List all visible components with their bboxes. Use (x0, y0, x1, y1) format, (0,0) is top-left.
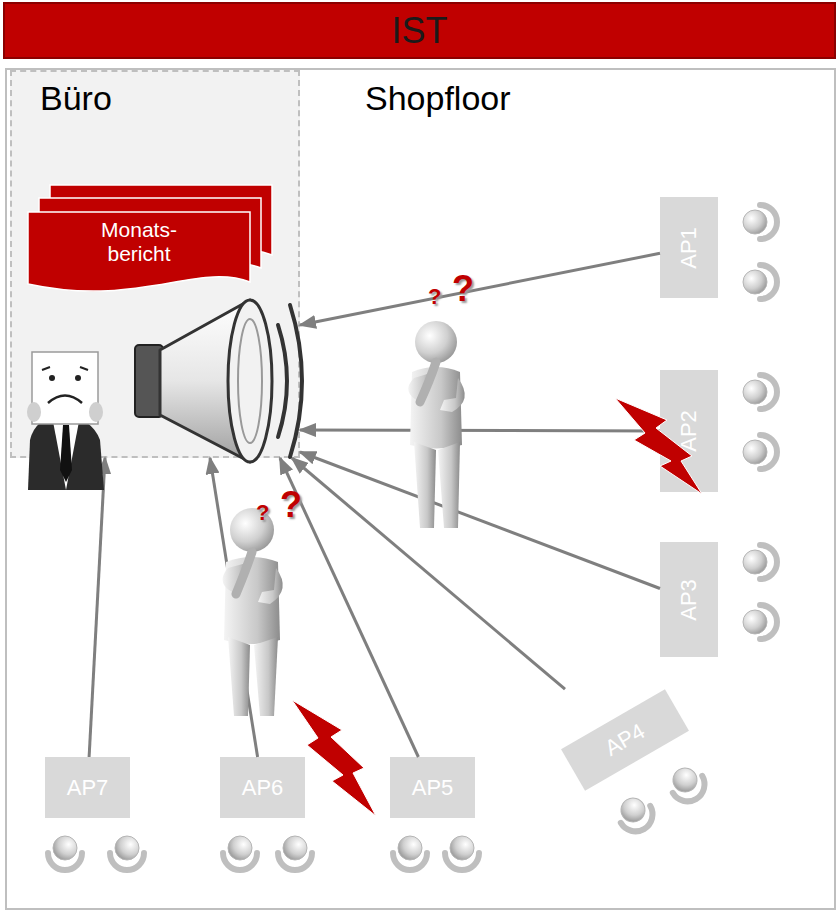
flow-arrow (300, 253, 660, 325)
figure-arm (258, 568, 283, 604)
operator-symbol (664, 761, 710, 807)
operator-symbol (445, 836, 479, 870)
megaphone-rim (238, 319, 262, 443)
question-mark: ? (428, 284, 441, 310)
workplace-box: AP3 (660, 542, 718, 657)
node-label: AP6 (242, 775, 284, 801)
flow-arrow (292, 458, 565, 689)
eyebrow (42, 367, 88, 370)
figure-head (230, 508, 274, 552)
sound-wave (290, 305, 302, 457)
figure-hand (420, 362, 436, 402)
node-label: AP2 (676, 410, 702, 452)
document-page (39, 198, 261, 277)
operator-symbol (743, 265, 777, 299)
node-label: AP7 (67, 775, 109, 801)
figure-torso (224, 557, 280, 644)
office-area: BüroMonats- bericht (10, 70, 300, 458)
flow-arrow (210, 458, 258, 757)
figure-torso (410, 367, 462, 449)
workplace-box: AP5 (390, 757, 475, 818)
operator-symbol (743, 605, 777, 639)
shirt (52, 416, 80, 490)
question-mark: ? (256, 500, 269, 526)
node-label: AP4 (600, 718, 649, 761)
operator-symbol (48, 836, 82, 870)
figure-arm (440, 378, 465, 412)
workplace-box: AP2 (660, 370, 718, 492)
sad-mouth (48, 396, 82, 404)
operator-symbol (743, 205, 777, 239)
operator-symbol (743, 375, 777, 409)
figure-arm (408, 372, 434, 402)
lightning-bolt (292, 700, 376, 816)
node-label: AP3 (676, 579, 702, 621)
figure-leg (414, 442, 436, 528)
megaphone-handle (135, 345, 163, 417)
operator-symbol (393, 836, 427, 870)
report-stack: Monats- bericht (28, 185, 272, 293)
figure-leg (254, 637, 278, 716)
question-mark: ? (280, 484, 302, 526)
thinking-figure (223, 508, 283, 716)
node-label: Shopfloor (365, 79, 511, 118)
node-label: Monats- bericht (87, 218, 192, 266)
node-label: Büro (40, 79, 112, 118)
shopfloor-frame: Shopfloor BüroMonats- bericht AP1AP2AP3AP4… (5, 68, 836, 910)
megaphone-cone (160, 300, 250, 462)
operator-symbol (612, 791, 658, 837)
hand (27, 402, 41, 422)
figure-head (415, 321, 457, 363)
sad-face-sign (32, 352, 98, 424)
eye (75, 375, 81, 381)
operator-symbol (110, 836, 144, 870)
sound-wave (278, 325, 287, 437)
node-label: AP1 (676, 227, 702, 269)
operator-symbol (278, 836, 312, 870)
tie (60, 425, 72, 482)
lightning-bolt (615, 398, 702, 494)
figure-leg (438, 442, 460, 528)
operator-symbol (743, 545, 777, 579)
flow-arrow (280, 458, 418, 757)
workplace-box: AP6 (220, 757, 305, 818)
megaphone-mouth (228, 300, 272, 462)
document-page (28, 212, 250, 291)
question-mark: ? (452, 268, 474, 310)
report-text-box: Monats- bericht (28, 212, 250, 272)
workplace-box: AP4 (561, 689, 689, 791)
workplace-box: AP1 (660, 197, 718, 298)
hand (89, 402, 103, 422)
document-page (50, 185, 272, 264)
title-band: IST (3, 2, 836, 59)
flow-arrow (300, 452, 660, 589)
figure-hand (236, 552, 252, 594)
flow-arrow (300, 429, 660, 433)
suit-body (28, 414, 104, 490)
figure-arm (223, 562, 250, 594)
title-text: IST (391, 10, 447, 52)
eye (49, 375, 55, 381)
workplace-box: AP7 (45, 757, 130, 818)
operator-symbol (743, 435, 777, 469)
node-label: AP5 (412, 775, 454, 801)
document-stack (28, 185, 272, 293)
figure-leg (228, 637, 250, 716)
flow-arrow (89, 458, 105, 757)
operator-symbol (223, 836, 257, 870)
thinking-figure (408, 321, 465, 528)
